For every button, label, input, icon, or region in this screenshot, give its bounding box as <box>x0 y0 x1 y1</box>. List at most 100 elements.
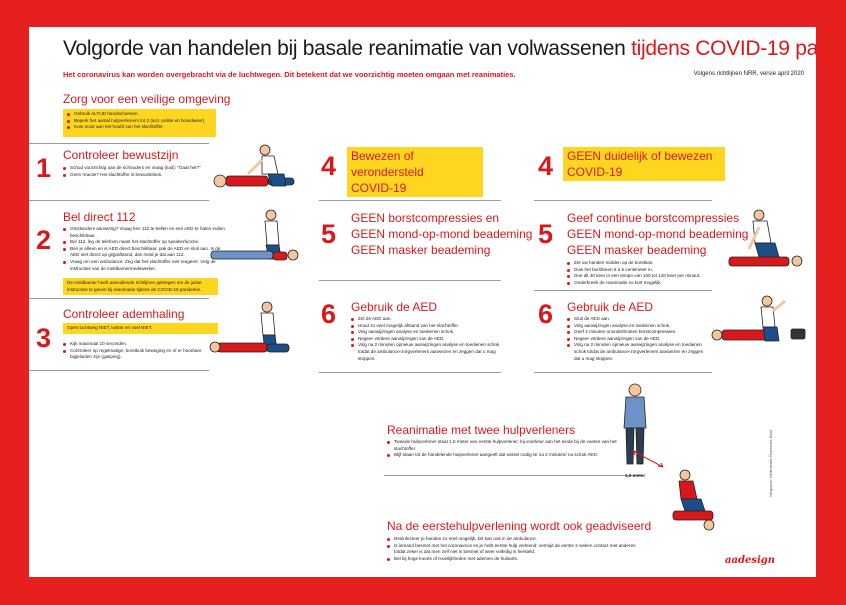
divider <box>319 372 501 373</box>
c3-step-6-item: Negeer verdere aanwijzingen van de AED. <box>567 336 707 343</box>
c2-step-5-heading: GEEN borstcompressies en GEEN mond-op-mo… <box>351 210 532 258</box>
step-1-number: 1 <box>36 153 52 183</box>
two-rescuers-item: Tweede hulpverlener staat 1,5 meter van … <box>387 439 627 452</box>
divider <box>29 143 209 144</box>
safety-item: Gebruik ALTIJD handschoenen. <box>67 111 212 118</box>
safety-heading: Zorg voor een veilige omgeving <box>63 92 231 106</box>
compression-rescue-illustration <box>672 469 715 531</box>
c3-step-5-list: Zet uw handen midden op de borstkas. Duw… <box>567 260 717 286</box>
c2-step-6-list: Zet de AED aan. Houd zo veel mogelijk af… <box>351 316 511 362</box>
step-2-number: 2 <box>36 225 52 255</box>
safety-box: Gebruik ALTIJD handschoenen. Beperk het … <box>63 109 216 137</box>
step-1-item: Geen reactie? Het slachtoffer is bewuste… <box>63 172 228 179</box>
c2-step-4-heading: Bewezen of verondersteld COVID-19 <box>347 147 483 197</box>
step-3-item: Kijk maximaal 10 seconden. <box>63 341 213 348</box>
step-2-item: Bel 112, leg de telefoon naast het slach… <box>63 239 225 246</box>
divider <box>29 370 209 371</box>
c2-step-4-line: COVID-19 <box>351 181 407 195</box>
c3-step-5-item: Zet uw handen midden op de borstkas. <box>567 260 717 267</box>
step-2-heading: Bel direct 112 <box>63 210 136 224</box>
subtitle: Het coronavirus kan worden overgebracht … <box>63 70 516 79</box>
divider <box>319 280 501 281</box>
step-3-heading: Controleer ademhaling <box>63 307 185 321</box>
step-1-list: Schud voorzichtig aan de schouders en vr… <box>63 165 228 178</box>
c2-step-6-number: 6 <box>321 299 337 329</box>
c3-step-5-item: Duw het borstbeen 5 à 6 centimeter in. <box>567 267 717 274</box>
c3-step-5-line: GEEN mond-op-mond beademing <box>567 227 749 241</box>
c2-step-4-line: Bewezen of verondersteld <box>351 149 424 179</box>
c2-step-5-line: GEEN mond-op-mond beademing <box>351 227 533 241</box>
c2-step-6-heading: Gebruik de AED <box>351 300 438 314</box>
page-title: Volgorde van handelen bij basale reanima… <box>63 37 816 61</box>
c3-step-4-line: GEEN duidelijk of bewezen <box>567 149 713 163</box>
credit-text: Infographic: Nederlandse Reanimatie Raad <box>769 429 773 497</box>
poster: Volgorde van handelen bij basale reanima… <box>29 27 816 577</box>
c3-step-4-number: 4 <box>538 151 554 181</box>
c3-step-6-list: Sluit de AED aan. Volg aanwijzingen anal… <box>567 316 707 362</box>
after-list: Desinfecteer je handen zo snel mogelijk.… <box>387 536 637 562</box>
divider <box>534 372 712 373</box>
c2-step-5-line: GEEN masker beademing <box>351 243 491 257</box>
divider <box>534 290 712 291</box>
step-3-item: Controleer op regelmatige, borstkuik bew… <box>63 348 213 361</box>
step-1-item: Schud voorzichtig aan de schouders en vr… <box>63 165 228 172</box>
check-consciousness-illustration <box>213 144 295 188</box>
two-rescuers-heading: Reanimatie met twee hulpverleners <box>387 423 576 437</box>
divider <box>534 200 712 201</box>
c3-step-4-line: COVID-19 <box>567 165 623 179</box>
c2-step-5-number: 5 <box>321 219 337 249</box>
distance-label: 1,5 meter <box>625 473 646 478</box>
c2-step-6-item: Zet de AED aan. <box>351 316 511 323</box>
step-3-list: Kijk maximaal 10 seconden. Controleer op… <box>63 341 213 361</box>
c3-step-5-heading: Geef continue borstcompressies GEEN mond… <box>567 210 748 258</box>
c3-step-6-heading: Gebruik de AED <box>567 300 654 314</box>
call-112-illustration <box>210 209 299 261</box>
safety-item: Kom nooit aan het hoofd van het slachtof… <box>67 124 212 131</box>
after-item: Desinfecteer je handen zo snel mogelijk.… <box>387 536 637 543</box>
step-2-note: De meldkamer heeft aanvullende richtlijn… <box>63 278 218 296</box>
step-1-heading: Controleer bewustzijn <box>63 148 179 162</box>
c2-step-5-line: GEEN borstcompressies en <box>351 211 500 225</box>
divider <box>29 298 209 299</box>
after-item: Bel bij hoge koorts of moeilijkheden met… <box>387 556 637 563</box>
step-2-list: Omstanders aanwezig? Vraag hen 112 te be… <box>63 226 225 272</box>
c2-step-4-number: 4 <box>321 151 337 181</box>
c3-step-6-item: Sluit de AED aan. <box>567 316 707 323</box>
two-rescuers-list: Tweede hulpverlener staat 1,5 meter van … <box>387 439 627 459</box>
c3-step-6-item: Volg na 2 minuten opnieuw aanwijzingen a… <box>567 342 707 362</box>
after-heading: Na de eerstehulpverlening wordt ook gead… <box>387 519 652 533</box>
c3-step-5-line: Geef continue borstcompressies <box>567 211 740 225</box>
after-item: Is iemand besmet met het coronavirus en … <box>387 543 637 556</box>
title-highlight: tijdens COVID-19 pandemie <box>631 37 816 60</box>
c3-step-5-item: Onderbreek de reanimatie zo kort mogelij… <box>567 280 717 287</box>
divider <box>319 200 501 201</box>
c3-step-6-item: Volg aanwijzingen analyse en toedienen s… <box>567 323 707 330</box>
c3-step-5-line: GEEN masker beademing <box>567 243 707 257</box>
c3-step-6-number: 6 <box>538 299 554 329</box>
divider <box>384 475 642 476</box>
c2-step-6-item: Volg aanwijzingen analyse en toedienen s… <box>351 329 511 336</box>
aadesign-logo: aadesign <box>725 555 776 566</box>
step-3-number: 3 <box>36 323 52 353</box>
c2-step-6-item: Houd zo veel mogelijk afstand van het sl… <box>351 323 511 330</box>
step-3-note: Open luchtweg NIET, luister en voel NIET… <box>63 323 218 334</box>
c3-step-6-item: Geef 2 minuten ononderbroken borstcompre… <box>567 329 707 336</box>
spacer <box>325 299 327 301</box>
step-2-item: Ben je alleen en is AED direct beschikba… <box>63 246 225 259</box>
title-main: Volgorde van handelen bij basale reanima… <box>63 37 632 60</box>
c3-step-4-heading: GEEN duidelijk of bewezen COVID-19 <box>563 147 725 181</box>
use-aed-illustration <box>711 295 806 342</box>
safety-item: Beperk het aantal hulpverleners tot 2 (i… <box>67 118 212 125</box>
two-rescuers-item: Blijf staan tot de handelende hulpverlen… <box>387 452 627 459</box>
check-breathing-illustration <box>209 301 290 353</box>
distance-arrow-icon <box>632 450 664 468</box>
c3-step-5-item: Doe dit 30 keer in een tempo van 100 tot… <box>567 273 717 280</box>
c2-step-6-item: Negeer verdere aanwijzingen van de AED. <box>351 336 511 343</box>
step-2-item: Vraag om een ambulance. Zeg dat het slac… <box>63 259 225 272</box>
chest-compressions-illustration <box>728 209 803 267</box>
c2-step-6-item: Volg na 2 minuten opnieuw aanwijzingen a… <box>351 342 511 362</box>
c3-step-5-number: 5 <box>538 219 554 249</box>
guideline-version: Volgens richtlijnen NRR, versie april 20… <box>693 71 804 77</box>
divider <box>29 200 209 201</box>
step-2-item: Omstanders aanwezig? Vraag hen 112 te be… <box>63 226 225 239</box>
